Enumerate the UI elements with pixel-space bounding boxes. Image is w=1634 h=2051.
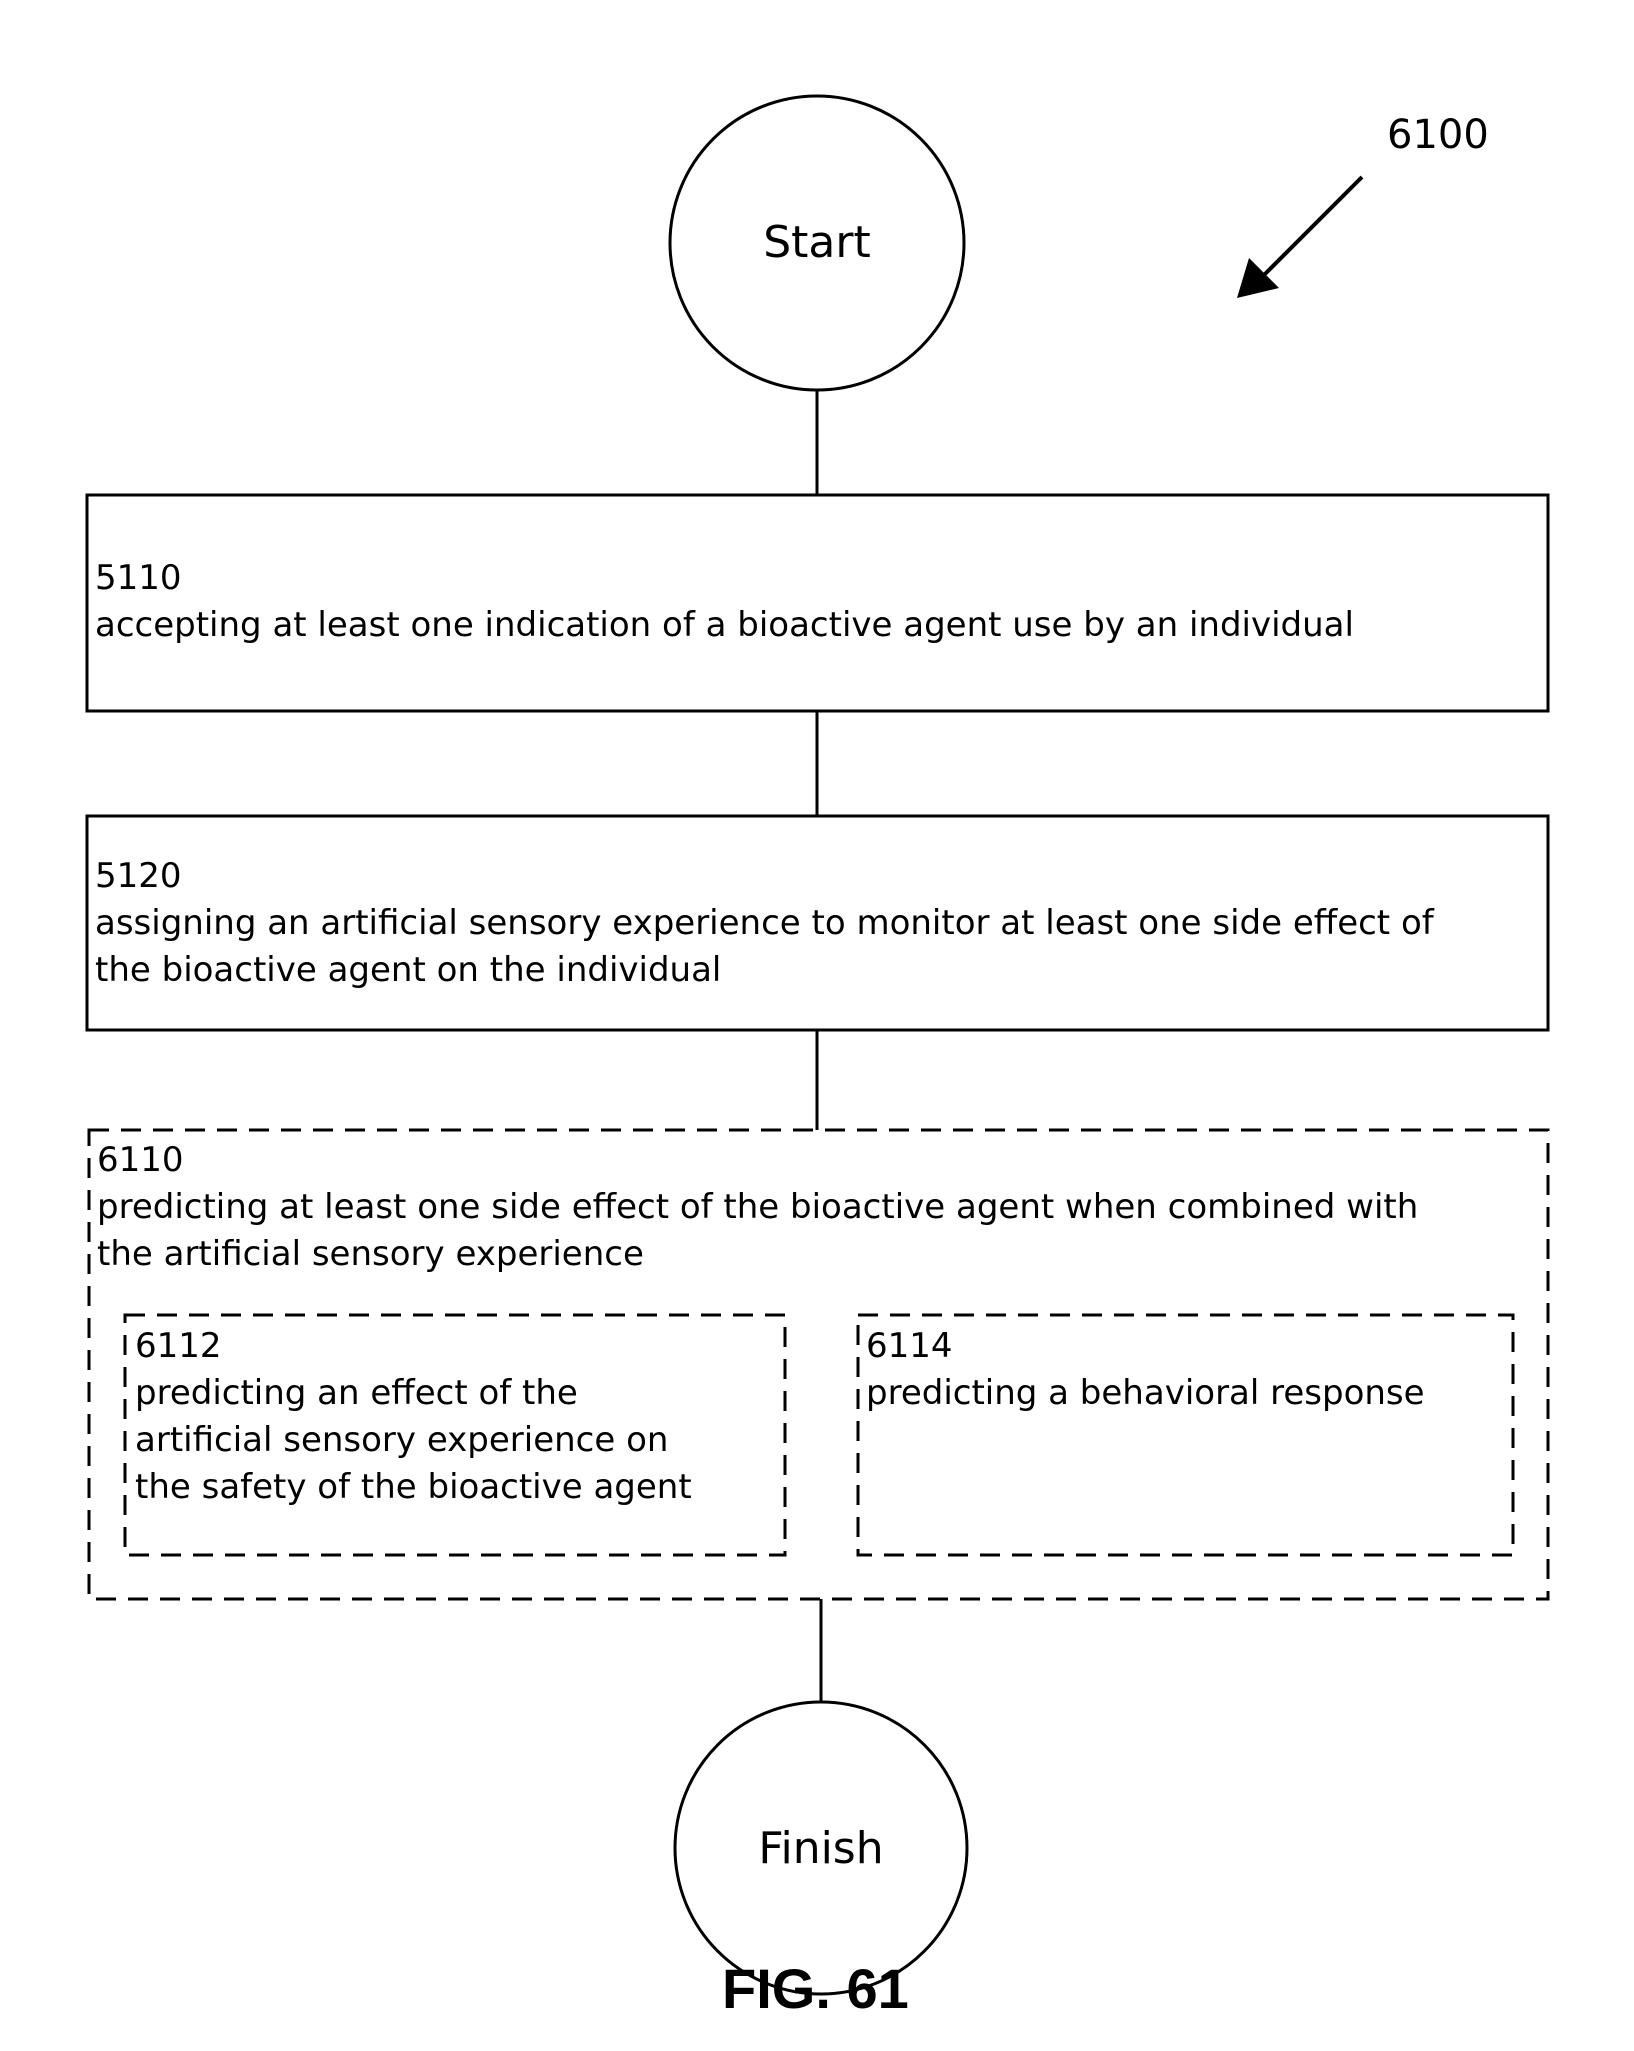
step-6110-id: 6110 [97, 1137, 1418, 1184]
finish-label: Finish [711, 1827, 931, 1871]
substep-6112-id: 6112 [135, 1323, 692, 1370]
substep-6112-line-1: predicting an effect of the [135, 1370, 692, 1417]
substep-6112-line-2: artificial sensory experience on [135, 1417, 692, 1464]
step-6110-line-1: predicting at least one side effect of t… [97, 1184, 1418, 1231]
figure-reference-number: 6100 [1387, 115, 1489, 155]
step-5120-text: 5120 assigning an artificial sensory exp… [95, 853, 1434, 994]
start-label: Start [717, 221, 917, 265]
step-5120-id: 5120 [95, 853, 1434, 900]
substep-6114-id: 6114 [866, 1323, 1425, 1370]
figure-caption: FIG. 61 [722, 1961, 909, 2017]
substep-6112-line-3: the safety of the bioactive agent [135, 1464, 692, 1511]
step-6110-text: 6110 predicting at least one side effect… [97, 1137, 1418, 1278]
substep-6114-text: 6114 predicting a behavioral response [866, 1323, 1425, 1417]
step-6110-line-2: the artificial sensory experience [97, 1231, 1418, 1278]
step-5110-description: accepting at least one indication of a b… [95, 602, 1354, 649]
step-5110-id: 5110 [95, 555, 1354, 602]
step-5110-text: 5110 accepting at least one indication o… [95, 555, 1354, 649]
reference-arrow-line [1262, 177, 1362, 277]
substep-6112-text: 6112 predicting an effect of the artific… [135, 1323, 692, 1511]
step-5120-line-1: assigning an artificial sensory experien… [95, 900, 1434, 947]
step-5120-line-2: the bioactive agent on the individual [95, 947, 1434, 994]
substep-6114-line-1: predicting a behavioral response [866, 1370, 1425, 1417]
